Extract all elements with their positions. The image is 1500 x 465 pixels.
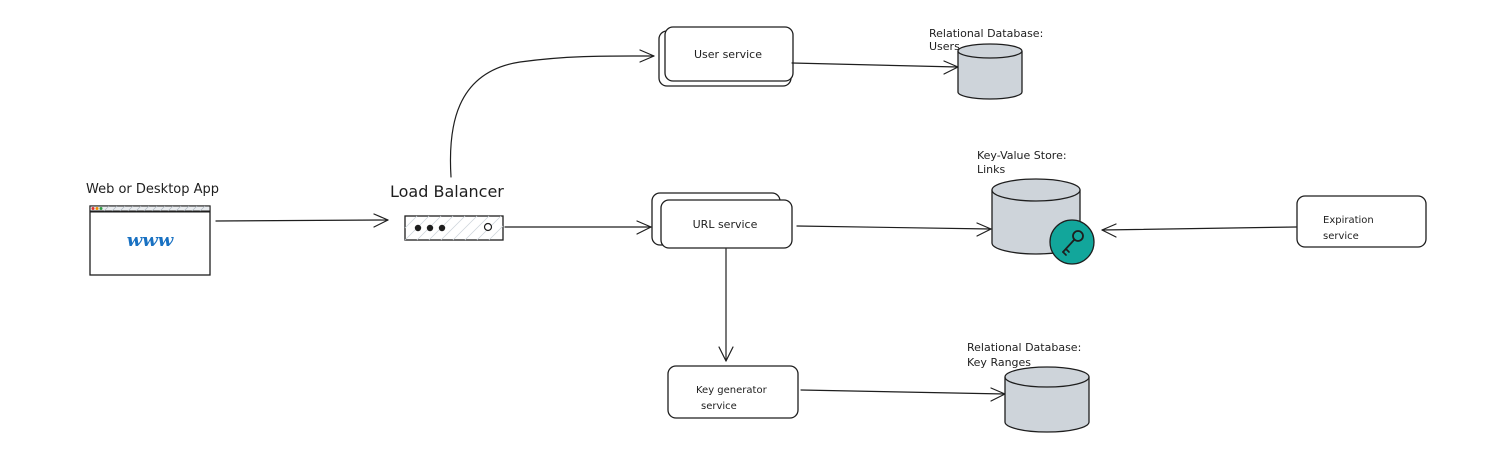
url-service-box: URL service bbox=[651, 192, 793, 249]
arrow-lb-to-user-service bbox=[449, 49, 655, 178]
key-ranges-db-label-line1: Relational Database: bbox=[967, 341, 1081, 354]
browser-www-text: www bbox=[127, 230, 175, 251]
user-service-label: User service bbox=[694, 48, 762, 61]
users-db-label-line1: Relational Database: bbox=[929, 27, 1043, 40]
kv-store-label-line1: Key-Value Store: bbox=[977, 149, 1067, 162]
load-balancer-icon bbox=[404, 215, 504, 241]
key-icon bbox=[1049, 219, 1095, 265]
key-generator-service-box: Key generator service bbox=[667, 365, 799, 419]
window-maximize-dot bbox=[99, 207, 103, 210]
database-icon bbox=[1004, 366, 1090, 433]
arrow-lb-to-url-service bbox=[504, 220, 652, 235]
browser-window-icon: www bbox=[89, 205, 211, 276]
users-db-label-line2: Users bbox=[929, 40, 960, 53]
load-balancer-label: Load Balancer bbox=[390, 182, 504, 201]
database-icon bbox=[957, 43, 1023, 100]
key-ranges-db-label-line2: Key Ranges bbox=[967, 356, 1031, 369]
key-generator-label-line1: Key generator bbox=[696, 385, 768, 396]
expiration-service-label-line1: Expiration bbox=[1323, 215, 1374, 226]
client-label: Web or Desktop App bbox=[86, 182, 219, 197]
user-service-box: User service bbox=[658, 26, 794, 87]
arrow-url-service-to-key-generator bbox=[718, 248, 734, 362]
key-generator-label-line2: service bbox=[701, 401, 737, 412]
arrow-key-generator-to-key-ranges-db bbox=[800, 387, 1006, 402]
window-minimize-dot bbox=[95, 207, 99, 210]
arrow-client-to-lb bbox=[215, 213, 389, 228]
arrow-user-service-to-users-db bbox=[791, 60, 959, 75]
url-service-label: URL service bbox=[693, 218, 758, 231]
expiration-service-box: Expiration service bbox=[1296, 195, 1427, 248]
arrow-expiration-to-kv-store bbox=[1101, 223, 1297, 238]
expiration-service-label-line2: service bbox=[1323, 231, 1359, 242]
kv-store-label-line2: Links bbox=[977, 163, 1006, 176]
arrow-url-service-to-kv-store bbox=[796, 222, 992, 237]
window-close-dot bbox=[91, 207, 95, 210]
